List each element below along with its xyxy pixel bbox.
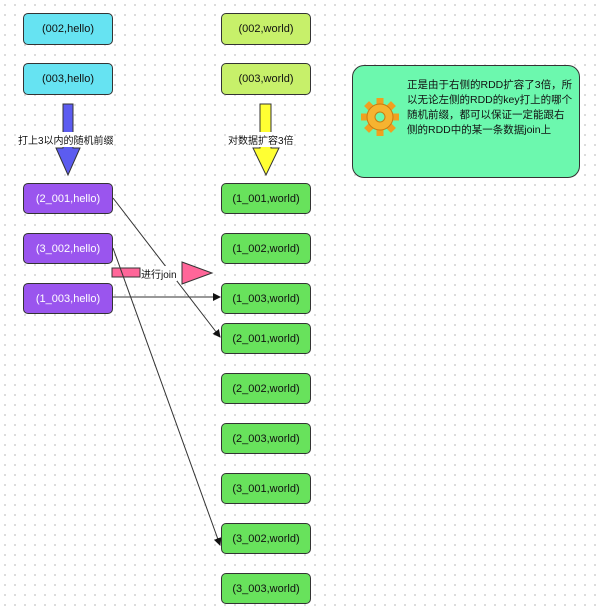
note-text: 正是由于右侧的RDD扩容了3倍，所以无论左侧的RDD的key打上的哪个随机前缀，… (407, 79, 573, 136)
expanded-right-node-2: (1_002,world) (221, 233, 311, 264)
expanded-right-node-3: (1_003,world) (221, 283, 311, 314)
expanded-right-node-4: (2_001,world) (221, 323, 311, 354)
prefix-step-label: 打上3以内的随机前缀 (18, 132, 114, 147)
prefixed-left-node-1: (2_001,hello) (23, 183, 113, 214)
expanded-right-node-6: (2_003,world) (221, 423, 311, 454)
join-arrow (111, 267, 141, 278)
right-original-node-1: (002,world) (221, 13, 311, 45)
expanded-right-node-7: (3_001,world) (221, 473, 311, 504)
right-original-node-2: (003,world) (221, 63, 311, 95)
join-line-3-002 (112, 247, 222, 546)
explanation-note: 正是由于右侧的RDD扩容了3倍，所以无论左侧的RDD的key打上的哪个随机前缀，… (352, 65, 580, 178)
expanded-right-node-1: (1_001,world) (221, 183, 311, 214)
expand-step-label: 对数据扩容3倍 (228, 132, 294, 147)
prefixed-left-node-3: (1_003,hello) (23, 283, 113, 314)
gear-icon (359, 96, 401, 143)
expanded-right-node-9: (3_003,world) (221, 573, 311, 604)
left-original-node-1: (002,hello) (23, 13, 113, 45)
prefixed-left-node-2: (3_002,hello) (23, 233, 113, 264)
expanded-right-node-8: (3_002,world) (221, 523, 311, 554)
join-label: 进行join (141, 266, 177, 281)
left-original-node-2: (003,hello) (23, 63, 113, 95)
expanded-right-node-5: (2_002,world) (221, 373, 311, 404)
